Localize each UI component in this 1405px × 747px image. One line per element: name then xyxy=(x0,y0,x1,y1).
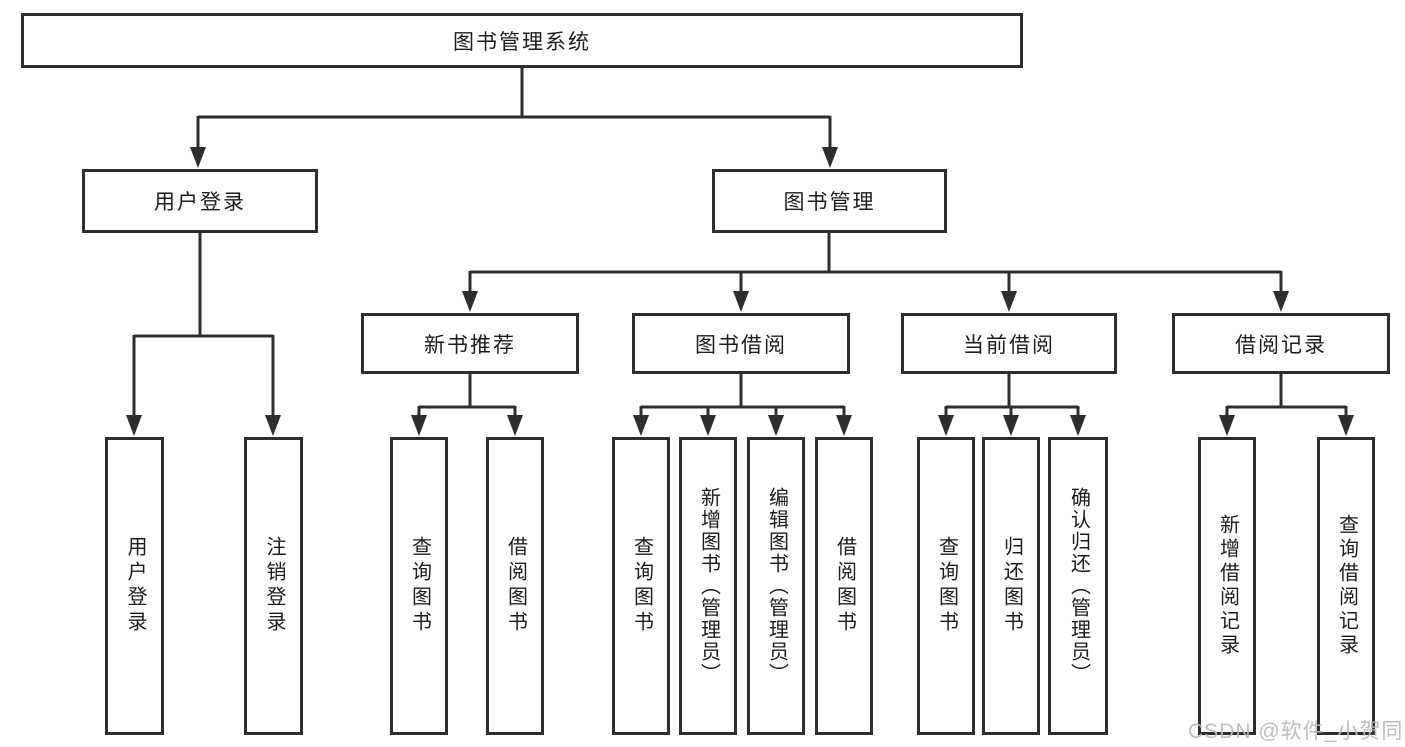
watermark: CSDN @软件_小贺同学 xyxy=(1188,720,1405,743)
leaf-user-login: 用户登录 xyxy=(105,437,164,735)
leaf-query-books-3: 查询图书 xyxy=(917,437,975,735)
leaf-query-books-2: 查询图书 xyxy=(612,437,670,735)
node-label: 图书借阅 xyxy=(695,333,787,357)
leaf-confirm-return-admin: 确认归还（管理员） xyxy=(1048,437,1108,735)
node-label: 编辑图书（管理员） xyxy=(765,487,788,685)
leaf-borrow-books-1: 借阅图书 xyxy=(486,437,544,735)
node-label: 新增图书（管理员） xyxy=(697,487,720,685)
node-book-management: 图书管理 xyxy=(712,169,947,233)
node-label: 用户登录 xyxy=(154,191,246,214)
connector-root-to-level2 xyxy=(190,68,838,168)
connector-borrow-records-to-leaves xyxy=(1219,374,1354,436)
node-label: 新增借阅记录 xyxy=(1216,514,1239,658)
node-label: 查询图书 xyxy=(935,536,958,636)
node-label: 借阅图书 xyxy=(833,536,856,636)
node-label: 查询图书 xyxy=(408,536,431,636)
node-label: 用户登录 xyxy=(124,536,146,636)
node-label: 注销登录 xyxy=(263,536,285,636)
node-new-book-recommend: 新书推荐 xyxy=(361,313,579,374)
node-label: 新书推荐 xyxy=(424,333,516,357)
node-current-borrow: 当前借阅 xyxy=(901,313,1117,374)
node-label: 借阅记录 xyxy=(1235,333,1327,357)
node-user-login: 用户登录 xyxy=(82,169,318,233)
leaf-borrow-books-2: 借阅图书 xyxy=(815,437,873,735)
node-label: 图书管理系统 xyxy=(453,30,591,54)
leaf-logout: 注销登录 xyxy=(244,437,303,735)
leaf-query-books-1: 查询图书 xyxy=(390,437,448,735)
leaf-edit-book-admin: 编辑图书（管理员） xyxy=(747,437,805,735)
node-label: 查询图书 xyxy=(630,536,653,636)
leaf-add-book-admin: 新增图书（管理员） xyxy=(679,437,737,735)
connector-new-book-to-leaves xyxy=(411,374,523,436)
leaf-add-borrow-record: 新增借阅记录 xyxy=(1198,437,1256,735)
leaf-query-borrow-record: 查询借阅记录 xyxy=(1317,437,1375,735)
node-label: 归还图书 xyxy=(1000,536,1023,636)
node-book-borrow: 图书借阅 xyxy=(632,313,850,374)
connector-current-borrow-to-leaves xyxy=(938,374,1086,436)
connector-user-login-to-leaves xyxy=(126,233,281,436)
node-label: 借阅图书 xyxy=(504,536,527,636)
node-library-management-system: 图书管理系统 xyxy=(21,13,1023,68)
node-label: 确认归还（管理员） xyxy=(1067,487,1090,685)
leaf-return-book: 归还图书 xyxy=(982,437,1040,735)
node-label: 图书管理 xyxy=(783,191,876,214)
node-borrow-records: 借阅记录 xyxy=(1172,313,1390,374)
node-label: 查询借阅记录 xyxy=(1335,514,1358,658)
connector-book-management-to-level3 xyxy=(462,233,1289,312)
node-label: 当前借阅 xyxy=(963,333,1055,357)
connector-book-borrow-to-leaves xyxy=(633,374,852,436)
